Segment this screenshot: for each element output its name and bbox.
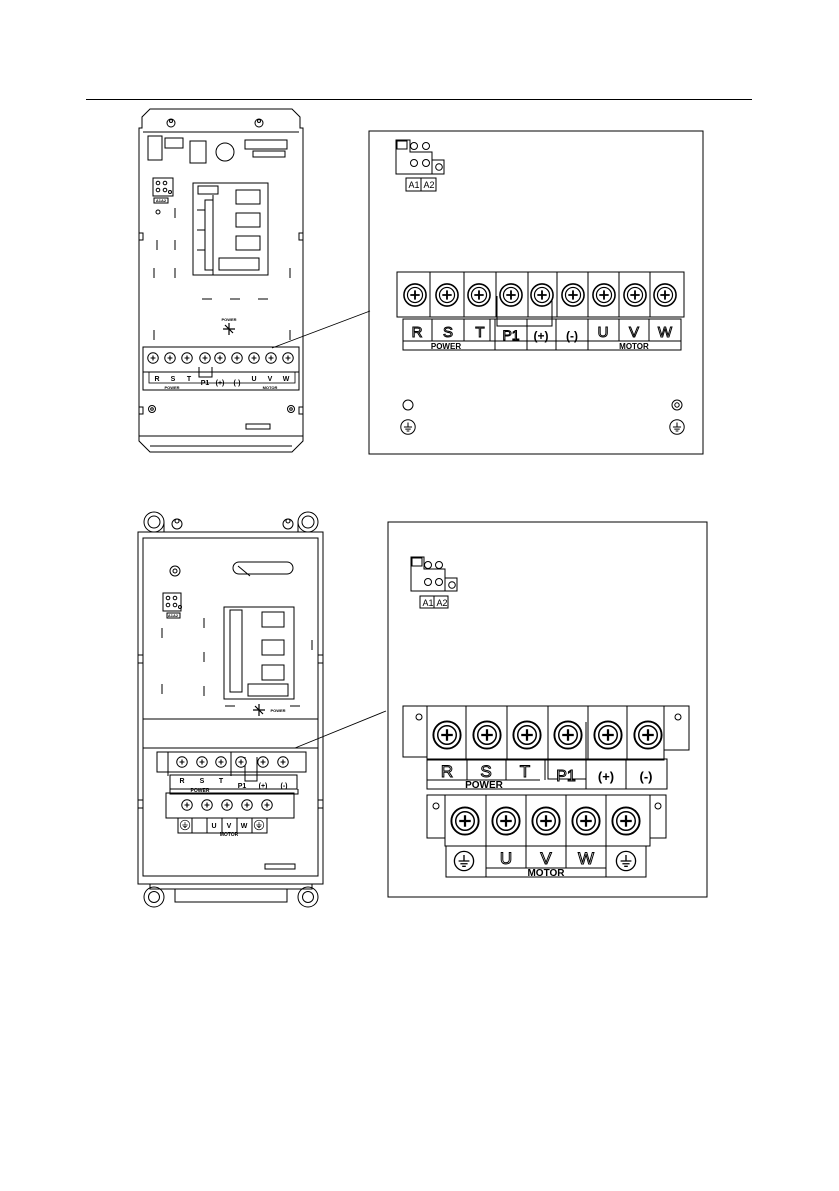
fig1-overview-terminal-p1: P1 <box>201 380 210 387</box>
fig2-detail <box>388 522 707 897</box>
fig2-overview-terminal-t: T <box>219 778 224 785</box>
fig1-terminal-plus: (+) <box>534 329 549 343</box>
fig1-terminal-p1: P1 <box>502 327 519 343</box>
fig1-overview-terminal-v: V <box>268 376 273 383</box>
fig1-overview-terminal-s: S <box>171 376 176 383</box>
fig1-overview-screws <box>148 353 294 364</box>
fig1-overview-terminal-plus: (+) <box>216 380 225 387</box>
fig2-overview-terminal-v: V <box>227 823 232 830</box>
fig2-terminal-s: S <box>480 762 491 781</box>
fig1-terminal-minus: (-) <box>566 329 578 343</box>
fig1-jumper-a1: A1 <box>408 180 419 190</box>
fig1-overview-terminal-t: T <box>187 376 192 383</box>
fig2-overview <box>138 512 386 907</box>
fig1-jumper-a2: A2 <box>423 180 434 190</box>
fig1-overview-group-motor: MOTOR <box>263 385 278 390</box>
fig1-ground-right-icon <box>670 420 684 434</box>
fig2-terminal-t: T <box>520 762 530 781</box>
fig1-overview-terminal-u: U <box>251 376 256 383</box>
fig2-overview-terminal-s: S <box>200 778 205 785</box>
fig1-terminal-v: V <box>629 324 639 341</box>
fig1-terminal-t: T <box>475 324 484 341</box>
fig2-group-power: POWER <box>465 780 504 791</box>
fig2-terminal-w: W <box>578 849 594 868</box>
fig2-ground-right-icon <box>616 851 635 870</box>
fig2-jumper-a2: A2 <box>436 598 447 608</box>
fig1-terminal-s: S <box>443 324 453 341</box>
fig2-overview-terminal-p1: P1 <box>238 783 247 790</box>
fig1-overview-group-power: POWER <box>164 385 179 390</box>
fig2-jumper-a1: A1 <box>422 598 433 608</box>
fig1-detail-labels: A1 A2 R S T P1 (+) (-) U V W POWER MOTOR <box>408 180 672 351</box>
fig2-overview-jumper-label: A1A2 <box>168 613 179 618</box>
fig2-terminal-plus: (+) <box>598 769 614 784</box>
fig2-overview-power-mark: POWER <box>270 708 285 713</box>
fig2-overview-terminal-plus: (+) <box>259 783 268 790</box>
fig1-group-power: POWER <box>431 342 461 351</box>
fig1-detail-screws <box>401 284 684 434</box>
fig2-overview-terminal-u: U <box>211 823 216 830</box>
fig1-group-motor: MOTOR <box>619 342 649 351</box>
fig1-terminal-w: W <box>658 324 673 341</box>
fig1-terminal-r: R <box>412 324 423 341</box>
fig1-overview-jumper-label: A1A2 <box>156 198 167 203</box>
fig2-ground-left-icon <box>454 851 473 870</box>
fig1-overview-terminal-r: R <box>154 376 159 383</box>
fig2-terminal-p1: P1 <box>556 768 576 785</box>
fig1-overview <box>139 109 370 452</box>
fig2-terminal-v: V <box>540 849 552 868</box>
fig2-overview-terminal-r: R <box>179 778 184 785</box>
fig2-terminal-r: R <box>441 762 453 781</box>
fig2-group-motor: MOTOR <box>527 868 565 879</box>
fig2-terminal-minus: (-) <box>640 769 653 784</box>
fig2-terminal-u: U <box>500 849 512 868</box>
fig2-overview-terminal-minus: (-) <box>281 783 288 790</box>
fig2-overview-terminal-w: W <box>241 823 248 830</box>
fig1-overview-power-mark: POWER <box>221 317 236 322</box>
fig1-ground-left-icon <box>401 420 415 434</box>
fig1-overview-terminal-minus: (-) <box>234 380 241 387</box>
fig1-terminal-u: U <box>598 324 609 341</box>
fig2-overview-group-motor: MOTOR <box>220 832 239 838</box>
fig2-overview-group-power: POWER <box>191 788 210 794</box>
fig1-overview-terminal-w: W <box>283 376 290 383</box>
